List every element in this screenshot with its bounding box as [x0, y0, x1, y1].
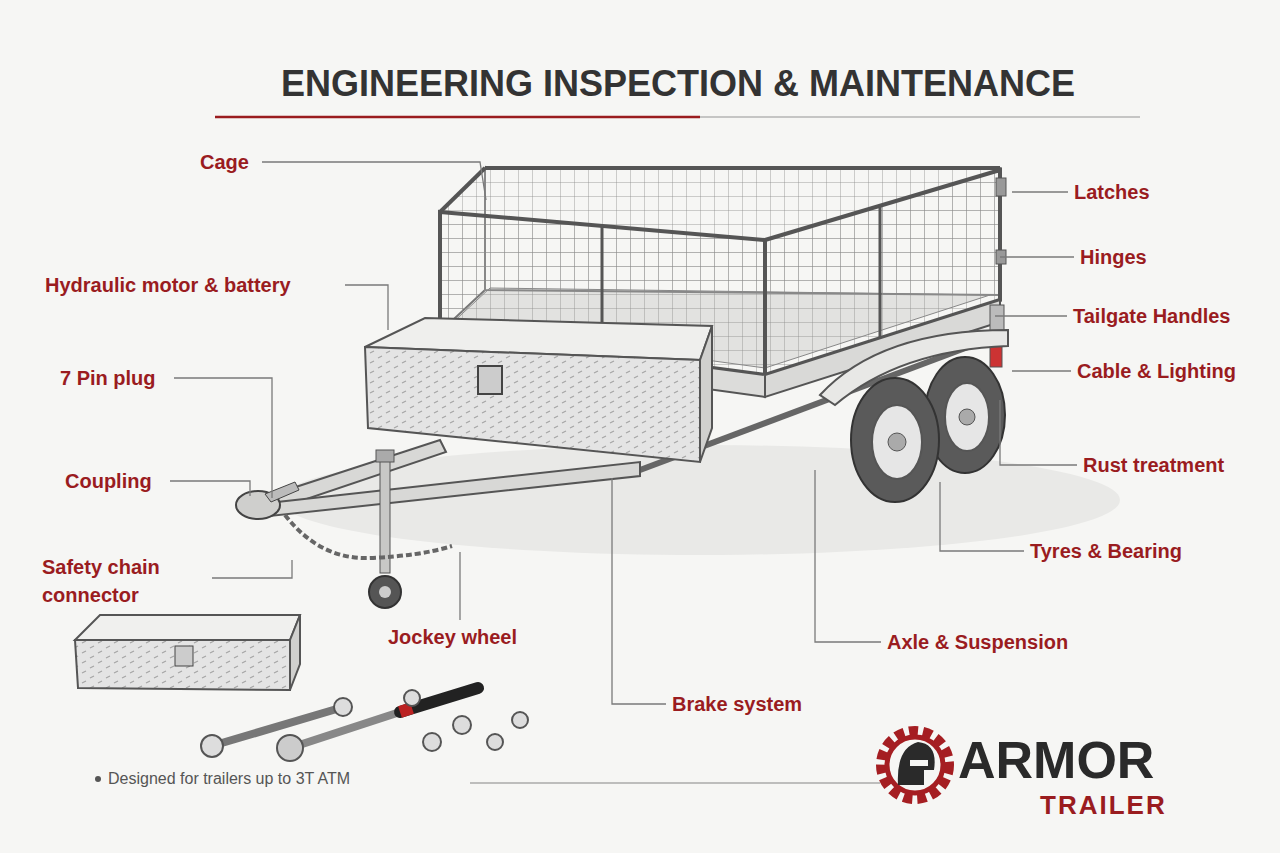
drawbar-part: [369, 576, 401, 608]
tools-part: [75, 615, 300, 640]
cage-part: [879, 206, 882, 338]
logo-mark-part: [881, 731, 949, 799]
drawbar-part: [379, 586, 391, 598]
tools-part: [512, 712, 528, 728]
part-label: Tyres & Bearing: [1030, 539, 1182, 563]
part-label: Jockey wheel: [388, 625, 517, 649]
title-rule-part: [215, 116, 700, 119]
tools-part: [334, 698, 352, 716]
leader-lines-part: [459, 552, 460, 620]
wheels-part: [945, 383, 989, 451]
brand-name: ARMOR: [958, 730, 1154, 790]
part-label: Rust treatment: [1083, 453, 1224, 477]
part-label: Brake system: [672, 692, 802, 716]
tools-part: [400, 708, 412, 712]
leader-lines-part: [612, 478, 666, 704]
part-label: Safety chain connector: [42, 553, 207, 609]
cage-part: [440, 168, 485, 212]
tools-part: [404, 690, 420, 706]
logo-mark-part: [910, 760, 928, 766]
toolbox-part: [478, 366, 502, 394]
leader-lines-part: [212, 560, 292, 578]
part-label: Tailgate Handles: [1073, 304, 1230, 328]
title-rule: [215, 117, 1140, 118]
drawbar: [236, 440, 640, 608]
part-label: Cable & Lighting: [1077, 359, 1236, 383]
leader-lines-part: [940, 482, 1024, 551]
part-label: Latches: [1074, 180, 1150, 204]
wheels-part: [888, 433, 906, 451]
leader-lines-part: [995, 315, 1067, 316]
leader-lines-part: [1012, 191, 1068, 192]
cage-part: [485, 166, 1000, 170]
brand-name: TRAILER: [1040, 790, 1167, 820]
toolbox: [365, 318, 712, 462]
leader-lines-part: [174, 378, 272, 498]
logo-mark-part: [898, 742, 935, 785]
bullet-dot: [95, 776, 101, 782]
drawbar-part: [265, 482, 299, 502]
tools-part: [290, 615, 300, 690]
logo-mark-part: [887, 737, 943, 793]
wheels-part: [872, 405, 922, 479]
bullet-dot-part: [95, 776, 101, 782]
drawbar-part: [376, 450, 394, 462]
drawbar-part: [285, 515, 452, 558]
leader-lines-part: [1012, 370, 1071, 371]
leader-lines-part: [470, 782, 880, 783]
tools-part: [400, 688, 478, 712]
tools-part: [201, 735, 223, 757]
tools: [75, 615, 528, 761]
part-label: Hinges: [1080, 245, 1147, 269]
leader-lines-part: [262, 162, 486, 200]
wheels-part: [851, 378, 939, 502]
wheels-part: [959, 409, 975, 425]
tools-part: [453, 716, 471, 734]
leader-lines-part: [170, 481, 250, 496]
drawbar-part: [268, 462, 640, 516]
tools-part: [277, 735, 303, 761]
wheels: [820, 330, 1008, 502]
part-label: Coupling: [65, 469, 152, 493]
title-rule-part: [700, 116, 1140, 118]
leader-lines-part: [815, 470, 881, 642]
spec-note: Designed for trailers up to 3T ATM: [108, 767, 350, 791]
tools-part: [75, 640, 290, 690]
part-label: 7 Pin plug: [60, 366, 156, 390]
part-label: Axle & Suspension: [887, 630, 1068, 654]
tools-part: [290, 712, 400, 748]
toolbox-part: [700, 326, 712, 462]
cage-part: [996, 178, 1006, 196]
wheels-part: [820, 330, 1008, 405]
part-label: Hydraulic motor & battery: [45, 273, 291, 297]
tools-part: [423, 733, 441, 751]
diagram-title: ENGINEERING INSPECTION & MAINTENANCE: [281, 62, 1075, 106]
logo-mark: [881, 731, 949, 799]
leader-lines: [170, 162, 1077, 783]
leader-lines-part: [1000, 400, 1077, 465]
tools-part: [487, 734, 503, 750]
leader-lines-part: [345, 285, 388, 330]
part-label: Cage: [200, 150, 249, 174]
tools-part: [175, 646, 193, 666]
trailer-body-part: [990, 345, 1002, 367]
leader-lines-part: [1000, 256, 1074, 257]
toolbox-part: [365, 347, 700, 462]
